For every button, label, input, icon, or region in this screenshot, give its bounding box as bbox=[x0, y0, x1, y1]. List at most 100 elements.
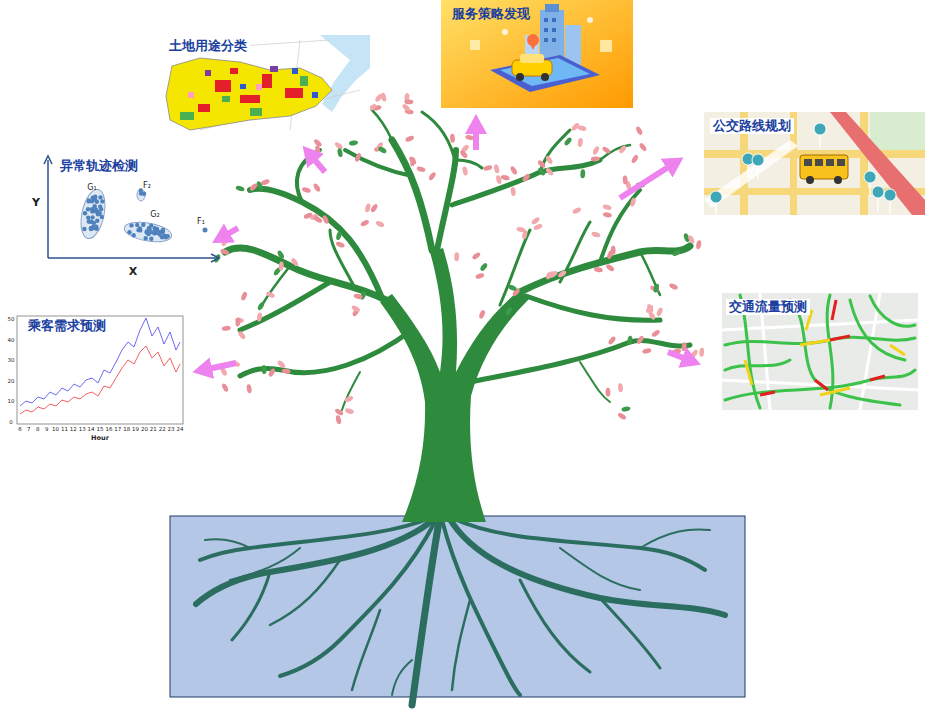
leaf bbox=[510, 187, 516, 197]
leaf bbox=[601, 146, 611, 155]
leaf bbox=[627, 335, 633, 345]
point bbox=[87, 198, 91, 202]
leaf bbox=[521, 230, 528, 240]
leaf bbox=[622, 175, 627, 184]
leaf bbox=[635, 126, 643, 136]
demand-line-chart bbox=[5, 310, 185, 440]
point bbox=[164, 234, 168, 238]
axis-label: 22 bbox=[159, 427, 166, 433]
leaf bbox=[653, 283, 660, 293]
leaf bbox=[335, 415, 342, 425]
point bbox=[93, 204, 97, 208]
leaf bbox=[505, 306, 513, 316]
roots bbox=[196, 516, 725, 705]
point bbox=[127, 230, 131, 234]
leaf bbox=[312, 183, 321, 193]
leaf bbox=[337, 148, 343, 158]
point bbox=[95, 200, 99, 204]
leaf bbox=[531, 216, 541, 225]
leaf bbox=[313, 138, 323, 148]
leaves bbox=[213, 92, 705, 425]
leaf bbox=[690, 349, 699, 359]
leaf bbox=[416, 166, 426, 173]
leaf bbox=[221, 383, 229, 393]
point bbox=[149, 237, 153, 241]
leaf bbox=[450, 134, 455, 143]
point bbox=[95, 219, 99, 223]
axis-label: 8 bbox=[36, 427, 40, 433]
leaf bbox=[240, 291, 248, 301]
leaf bbox=[235, 185, 245, 192]
axis-label: 11 bbox=[61, 427, 68, 433]
point bbox=[86, 215, 90, 219]
leaf bbox=[621, 406, 631, 413]
axis-label: 17 bbox=[114, 427, 121, 433]
point bbox=[132, 233, 136, 237]
leaf bbox=[301, 186, 311, 193]
leaf bbox=[656, 307, 664, 317]
leaf bbox=[646, 303, 654, 313]
bus-symbol bbox=[800, 155, 848, 184]
leaf bbox=[638, 142, 647, 152]
land-use-map bbox=[162, 35, 370, 137]
axis-label: 20 bbox=[141, 427, 148, 433]
leaf bbox=[672, 249, 682, 257]
panel-title: 公交路线规划 bbox=[710, 118, 794, 134]
point bbox=[144, 236, 148, 240]
axis-label: 23 bbox=[168, 427, 175, 433]
leaf bbox=[636, 335, 645, 345]
service-picture bbox=[441, 0, 633, 108]
leaf bbox=[629, 197, 636, 207]
point bbox=[100, 199, 104, 203]
leaf bbox=[545, 155, 554, 165]
leaf bbox=[235, 317, 241, 327]
leaf bbox=[246, 384, 252, 394]
leaf bbox=[593, 266, 603, 273]
chart-annotation: X bbox=[129, 266, 137, 277]
leaf bbox=[370, 203, 379, 213]
point bbox=[147, 227, 151, 231]
leaf bbox=[256, 312, 262, 322]
point bbox=[94, 225, 98, 229]
point bbox=[164, 235, 168, 239]
point bbox=[83, 211, 87, 215]
axis-label: 24 bbox=[177, 427, 184, 433]
axis-label: 13 bbox=[79, 427, 86, 433]
leaf bbox=[261, 365, 267, 375]
axis-label: 19 bbox=[132, 427, 139, 433]
leaf bbox=[545, 167, 555, 177]
axis-label: 30 bbox=[8, 358, 15, 364]
leaf bbox=[696, 240, 702, 250]
leaf bbox=[563, 137, 572, 147]
leaf bbox=[602, 204, 612, 211]
leaf bbox=[545, 270, 554, 280]
point bbox=[138, 226, 142, 230]
axis-label: 18 bbox=[123, 427, 130, 433]
leaf bbox=[290, 257, 299, 267]
axis-label: 16 bbox=[105, 427, 112, 433]
axis-label: Hour bbox=[91, 435, 109, 442]
leaf bbox=[335, 231, 342, 241]
leaf bbox=[374, 93, 384, 103]
leaf bbox=[364, 203, 371, 213]
leaf bbox=[344, 407, 354, 414]
point bbox=[145, 230, 149, 234]
leaf bbox=[603, 212, 613, 218]
leaf bbox=[557, 269, 567, 278]
panel-title: 乘客需求预测 bbox=[25, 318, 109, 334]
leaf bbox=[533, 223, 543, 231]
leaf bbox=[278, 261, 284, 270]
point bbox=[139, 191, 143, 195]
point bbox=[90, 209, 94, 213]
leaf bbox=[276, 250, 285, 260]
leaf bbox=[471, 251, 481, 260]
leaf bbox=[322, 214, 330, 224]
axis-label: 9 bbox=[45, 427, 49, 433]
leaf bbox=[605, 263, 615, 272]
leaf bbox=[618, 144, 627, 154]
axis-label: 15 bbox=[97, 427, 104, 433]
axis-label: 10 bbox=[8, 399, 15, 405]
leaf bbox=[260, 178, 270, 186]
